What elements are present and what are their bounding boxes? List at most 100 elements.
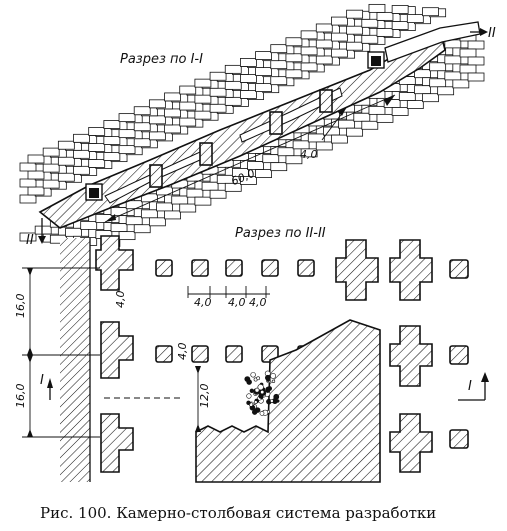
brick (331, 17, 347, 25)
brick (369, 106, 385, 114)
brick (35, 226, 51, 234)
brick (377, 114, 393, 122)
brick (271, 77, 287, 85)
brick (28, 187, 44, 195)
section-ii-ii: Разрез по II-II 16,0 16,0 4,0 4,0 (14, 226, 489, 482)
brick (202, 182, 218, 190)
brick (28, 171, 44, 179)
brick (195, 79, 211, 87)
cross-pillar (101, 322, 133, 378)
title-section-i-i: Разрез по I-I (120, 52, 203, 67)
brick (134, 139, 150, 147)
pillar (200, 143, 212, 165)
brick (460, 65, 476, 73)
brick (362, 121, 378, 129)
brick (445, 56, 461, 64)
brick (414, 86, 430, 94)
brick (240, 58, 256, 66)
brick (286, 54, 302, 62)
brick (316, 40, 332, 48)
brick (256, 52, 272, 60)
brick (453, 80, 469, 88)
brick (165, 125, 181, 133)
brick (263, 155, 279, 163)
brick (377, 12, 393, 20)
brick (210, 72, 226, 80)
brick (195, 95, 211, 103)
figure-caption: Рис. 100. Камерно-столбовая система разр… (40, 504, 436, 522)
cross-pillar (390, 240, 432, 300)
brick (74, 134, 90, 142)
brick (256, 68, 272, 76)
brick (28, 155, 44, 163)
brick (301, 31, 317, 39)
brick (89, 127, 105, 135)
brick (134, 123, 150, 131)
brick (256, 170, 272, 178)
brick (149, 100, 165, 108)
brick (180, 118, 196, 126)
brick (225, 97, 241, 105)
brick (20, 179, 36, 187)
brick (119, 130, 135, 138)
brick (58, 173, 74, 181)
brick (331, 49, 347, 57)
cross-pillar (390, 414, 432, 472)
brick (180, 86, 196, 94)
brick (414, 70, 430, 78)
brick (392, 107, 408, 115)
brick (172, 196, 188, 204)
brick (134, 107, 150, 115)
brick (119, 114, 135, 122)
title-section-ii-ii: Разрез по II-II (235, 226, 326, 241)
brick (407, 101, 423, 109)
brick (271, 163, 287, 171)
brick (180, 102, 196, 110)
brick (149, 218, 165, 226)
brick (210, 190, 226, 198)
rock-fragment (260, 411, 264, 415)
brick (445, 72, 461, 80)
brick (347, 128, 363, 136)
cross-pillar (96, 236, 133, 290)
brick (20, 163, 36, 171)
square-pillar (450, 346, 468, 364)
dim-4-a: 4,0 (114, 291, 127, 309)
brick (468, 73, 484, 81)
square-pillar (156, 346, 172, 362)
brick (225, 81, 241, 89)
dim-12: 12,0 (198, 384, 211, 409)
brick (316, 24, 332, 32)
brick (119, 146, 135, 154)
brick (286, 70, 302, 78)
brick (104, 137, 120, 145)
brick (187, 189, 203, 197)
brick (392, 21, 408, 29)
brick (399, 93, 415, 101)
brick (210, 104, 226, 112)
brick (126, 217, 142, 225)
rock-fragment (250, 389, 254, 393)
rock-fragment (276, 400, 279, 403)
brick (58, 141, 74, 149)
brick (134, 225, 150, 233)
brick (240, 90, 256, 98)
pillar (270, 112, 282, 134)
square-pillar (192, 346, 208, 362)
square-pillar (226, 346, 242, 362)
brick (347, 10, 363, 18)
brick (104, 153, 120, 161)
brick (301, 63, 317, 71)
square-pillar (192, 260, 208, 276)
rock-fragment (247, 401, 251, 405)
rock-fragment (272, 380, 275, 383)
brick (210, 88, 226, 96)
brick (377, 28, 393, 36)
brick (141, 210, 157, 218)
brick (331, 135, 347, 143)
section-i-i: II II 60,0 4,0 Разрез по I-I (20, 4, 496, 248)
brick (422, 94, 438, 102)
brick (331, 33, 347, 41)
brick (347, 26, 363, 34)
rock-fragment (260, 390, 263, 393)
